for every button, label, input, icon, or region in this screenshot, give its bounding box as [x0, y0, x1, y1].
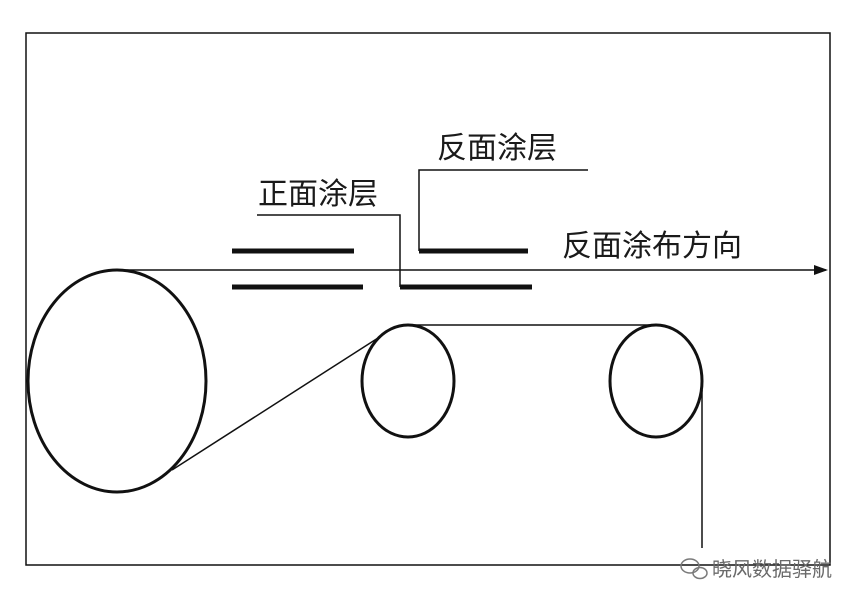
front-coating-label: 正面涂层	[258, 177, 378, 212]
web-diagonal	[171, 337, 379, 471]
direction-label: 反面涂布方向	[562, 229, 742, 264]
middle-roller	[360, 323, 456, 439]
back-coating-leader	[418, 169, 588, 251]
back-coating-label: 反面涂层	[437, 131, 557, 166]
large-unwind-roller	[26, 268, 208, 494]
watermark-text: 晓风数据驿航	[712, 557, 832, 581]
diagram-frame	[25, 32, 831, 566]
watermark: 晓风数据驿航	[680, 557, 832, 581]
right-roller	[608, 323, 704, 439]
front-coating-leader	[257, 214, 401, 287]
wechat-icon	[680, 558, 708, 580]
